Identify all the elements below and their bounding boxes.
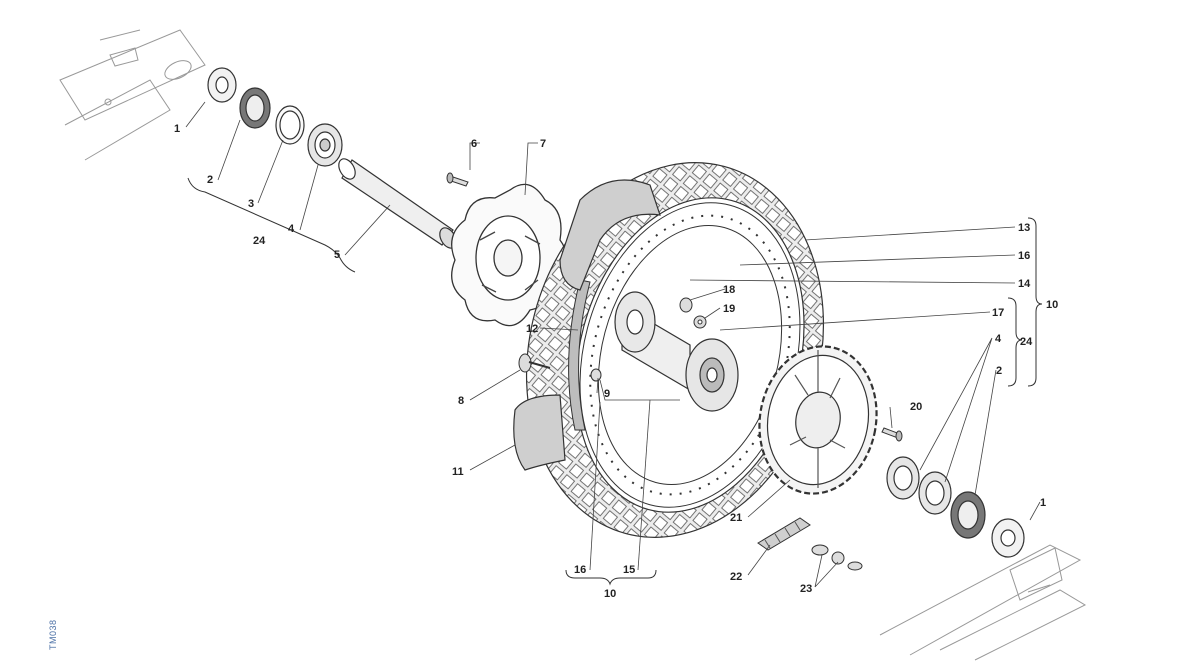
disc-screw-icon xyxy=(446,172,469,187)
callout-14: 14 xyxy=(1018,278,1031,290)
nut-9-icon xyxy=(590,368,602,382)
callout-8: 8 xyxy=(458,395,464,407)
callout-16: 16 xyxy=(1018,250,1030,262)
rear-sprocket-icon xyxy=(758,345,878,495)
callout-labels: 1 2 3 4 5 24 6 7 8 9 11 12 13 16 14 17 1… xyxy=(174,123,1058,600)
nut-18-icon xyxy=(679,297,693,313)
callout-1: 1 xyxy=(1040,497,1046,509)
callout-24: 24 xyxy=(1020,336,1033,348)
callout-15: 15 xyxy=(623,564,635,576)
figure-code: TM038 xyxy=(48,619,58,650)
right-bearing-stack xyxy=(886,456,1025,558)
callout-5: 5 xyxy=(334,249,340,261)
rear-hub xyxy=(614,291,739,412)
callout-16: 16 xyxy=(574,564,586,576)
callout-24: 24 xyxy=(253,235,266,247)
bracket-24-left xyxy=(187,177,356,273)
bracket-10-bottom xyxy=(565,569,657,586)
bracket-10-right xyxy=(1027,217,1043,387)
rim-tape-icon xyxy=(568,279,591,431)
callout-18: 18 xyxy=(723,284,735,296)
callout-11: 11 xyxy=(452,466,464,478)
callout-17: 17 xyxy=(992,307,1004,319)
swingarm-left xyxy=(59,29,206,161)
callout-4: 4 xyxy=(995,333,1002,345)
small-nuts xyxy=(590,297,707,382)
callout-20: 20 xyxy=(910,401,922,413)
valve-icon xyxy=(518,353,551,373)
callout-1: 1 xyxy=(174,123,180,135)
master-link-icon xyxy=(811,544,863,571)
callout-21: 21 xyxy=(730,512,742,524)
group-brackets xyxy=(187,177,1043,586)
inner-tube-icon xyxy=(513,179,661,471)
callout-10: 10 xyxy=(1046,299,1058,311)
callout-23: 23 xyxy=(800,583,812,595)
callout-4: 4 xyxy=(288,223,295,235)
callout-9: 9 xyxy=(604,388,610,400)
callout-2: 2 xyxy=(996,365,1002,377)
callout-22: 22 xyxy=(730,571,742,583)
brake-disc-icon xyxy=(451,183,567,327)
spacer-tube xyxy=(338,158,457,249)
callout-3: 3 xyxy=(248,198,254,210)
swingarm-right xyxy=(879,544,1087,661)
callout-6: 6 xyxy=(471,138,477,150)
callout-10: 10 xyxy=(604,588,616,600)
chain-icon xyxy=(757,517,811,551)
callout-7: 7 xyxy=(540,138,546,150)
callout-2: 2 xyxy=(207,174,213,186)
left-bearing-stack xyxy=(207,67,343,167)
sprocket-screw-icon xyxy=(881,427,903,442)
bracket-24-right xyxy=(1007,297,1023,387)
leader-lines xyxy=(185,101,1041,588)
callout-13: 13 xyxy=(1018,222,1030,234)
callout-19: 19 xyxy=(723,303,735,315)
callout-12: 12 xyxy=(526,323,538,335)
